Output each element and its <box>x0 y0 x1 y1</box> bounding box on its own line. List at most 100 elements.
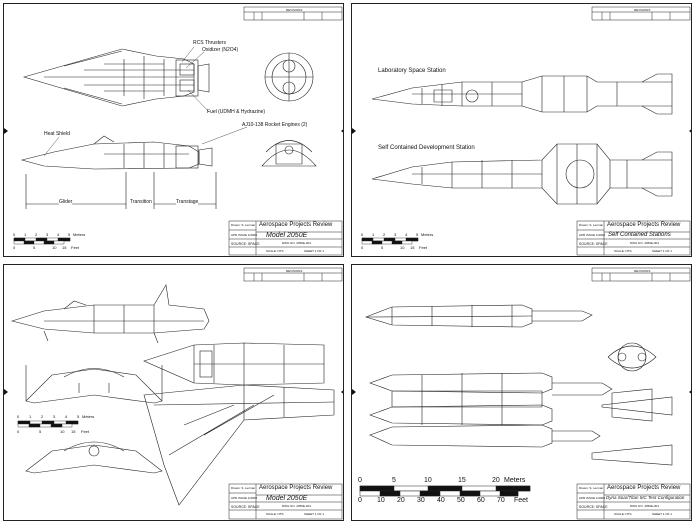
scale-unit-feet: Feet <box>71 245 80 250</box>
scale-big-tick: 5 <box>392 477 396 484</box>
scale-tick: 4 <box>65 414 68 419</box>
scale-tick: 3 <box>46 232 49 237</box>
scale-tick: 2 <box>35 232 38 237</box>
scale-big-ft-tick: 70 <box>497 497 505 504</box>
scale-ft-tick: 15 <box>410 245 415 250</box>
revisions-heading: REVISIONS <box>634 8 651 12</box>
scale-big-ft-tick: 50 <box>457 497 465 504</box>
title-block-apr: APR ISSUE 1/2008 <box>579 233 606 237</box>
drawing-sheet-2: REVISIONS Laboratory Space Station Self … <box>351 3 692 257</box>
scale-big-ft-tick: 0 <box>358 497 362 504</box>
title-block-scale: SCALE: NTS <box>614 249 632 253</box>
scale-unit-meters: Meters <box>421 232 434 237</box>
scale-big-unit-feet: Feet <box>514 497 529 504</box>
title-block-model: Self Contained Stations <box>608 232 671 238</box>
scale-ft-tick: 15 <box>71 429 76 434</box>
scale-big-ft-tick: 10 <box>377 497 385 504</box>
scale-ft-tick: 0 <box>17 429 20 434</box>
scale-big-tick: 15 <box>458 477 466 484</box>
scale-tick: 3 <box>53 414 56 419</box>
title-block-publication: Aerospace Projects Review <box>259 485 333 491</box>
scale-ft-tick: 5 <box>33 245 36 250</box>
engines-label: AJ10-138 Rocket Engines (2) <box>242 122 308 128</box>
drawing-sheet-3: REVISIONS Drawn: S. Lerman Aerospace Pro… <box>3 264 344 521</box>
scale-tick: 2 <box>41 414 44 419</box>
scale-tick: 5 <box>416 232 419 237</box>
title-block-drawn: Drawn: S. Lerman <box>231 223 256 227</box>
title-block-scale: SCALE: NTS <box>266 512 284 516</box>
transition-label: Transition <box>130 199 152 205</box>
scale-tick: 1 <box>29 414 32 419</box>
transtage-label: Transtage <box>176 199 199 205</box>
title-block-apr: APR ISSUE 1/2008 <box>231 496 258 500</box>
sheet4-drawing <box>352 267 691 520</box>
title-block-sheet: SHEET 1 OF 1 <box>304 512 324 516</box>
scale-tick: 1 <box>372 232 375 237</box>
title-block-sheet: SHEET 1 OF 1 <box>652 249 672 253</box>
sheet1-drawing <box>4 6 343 256</box>
scale-ft-tick: 5 <box>39 429 42 434</box>
title-block-model: Dyna Soar/Titan IIIC Test Configuration <box>606 495 685 500</box>
scale-tick: 5 <box>77 414 80 419</box>
scale-ft-tick: 10 <box>400 245 405 250</box>
title-block-drawn: Drawn: S. Lerman <box>579 486 604 490</box>
scale-ft-tick: 0 <box>361 245 364 250</box>
title-block-publication: Aerospace Projects Review <box>259 222 333 228</box>
revisions-heading: REVISIONS <box>286 269 303 273</box>
glider-label: Glider <box>59 199 73 205</box>
sheet3-drawing <box>4 267 343 520</box>
title-block-scale: SCALE: NTS <box>266 249 284 253</box>
selfcontained-station-label: Self Contained Development Station <box>378 145 475 151</box>
scale-big-tick: 10 <box>424 477 432 484</box>
scale-ft-tick: 15 <box>62 245 67 250</box>
title-block-publication: Aerospace Projects Review <box>607 222 681 228</box>
sheet2-drawing <box>352 6 691 256</box>
scale-big-ft-tick: 60 <box>477 497 485 504</box>
scale-tick: 3 <box>394 232 397 237</box>
title-block-drawn: Drawn: S. Lerman <box>579 223 604 227</box>
drawing-sheet-4: REVISIONS Drawn: S. Lerman Aerospace Pro… <box>351 264 692 521</box>
scale-big-ft-tick: 30 <box>417 497 425 504</box>
scale-tick: 0 <box>13 232 16 237</box>
fuel-label: Fuel (UDMH & Hydrazine) <box>207 109 266 115</box>
scale-big-tick: 20 <box>492 477 500 484</box>
heat-shield-label: Heat Shield <box>44 131 70 137</box>
title-block-model: Model 2050E <box>266 232 308 239</box>
title-block-apr: APR ISSUE 1/2008 <box>231 233 258 237</box>
drawing-sheet-1: REVISIONS RCS Thrusters Oxidizer (N2O4) … <box>3 3 344 257</box>
title-block-scale: SCALE: NTS <box>614 512 632 516</box>
title-block-model: Model 2050E <box>266 495 308 502</box>
revisions-heading: REVISIONS <box>286 8 303 12</box>
title-block-source: SOURCE: SPACE <box>579 242 608 246</box>
title-block-sheet: SHEET 1 OF 1 <box>304 249 324 253</box>
scale-tick: 1 <box>24 232 27 237</box>
lab-station-label: Laboratory Space Station <box>378 68 446 74</box>
scale-big-ft-tick: 20 <box>397 497 405 504</box>
scale-unit-meters: Meters <box>82 414 95 419</box>
title-block-dwg: DWG NO. 2050E-001 <box>282 504 312 508</box>
title-block-sheet: SHEET 1 OF 1 <box>652 512 672 516</box>
rcs-thrusters-label: RCS Thrusters <box>193 40 226 46</box>
scale-big-ft-tick: 40 <box>437 497 445 504</box>
scale-tick: 4 <box>405 232 408 237</box>
scale-ft-tick: 0 <box>13 245 16 250</box>
scale-unit-feet: Feet <box>81 429 90 434</box>
scale-tick: 0 <box>17 414 20 419</box>
scale-tick: 4 <box>57 232 60 237</box>
title-block-dwg: DWG NO. 2050E-001 <box>630 504 660 508</box>
scale-tick: 5 <box>68 232 71 237</box>
title-block-publication: Aerospace Projects Review <box>607 485 681 491</box>
scale-tick: 0 <box>361 232 364 237</box>
oxidizer-label: Oxidizer (N2O4) <box>202 47 239 53</box>
scale-tick: 2 <box>383 232 386 237</box>
revisions-heading: REVISIONS <box>634 269 651 273</box>
title-block-source: SOURCE: SPACE <box>231 242 260 246</box>
scale-ft-tick: 10 <box>52 245 57 250</box>
scale-unit-meters: Meters <box>73 232 86 237</box>
title-block-apr: APR ISSUE 1/2008 <box>579 496 606 500</box>
title-block-source: SOURCE: SPACE <box>579 505 608 509</box>
title-block-source: SOURCE: SPACE <box>231 505 260 509</box>
title-block-dwg: DWG NO. 2050E-001 <box>282 241 312 245</box>
title-block-drawn: Drawn: S. Lerman <box>231 486 256 490</box>
scale-ft-tick: 5 <box>381 245 384 250</box>
